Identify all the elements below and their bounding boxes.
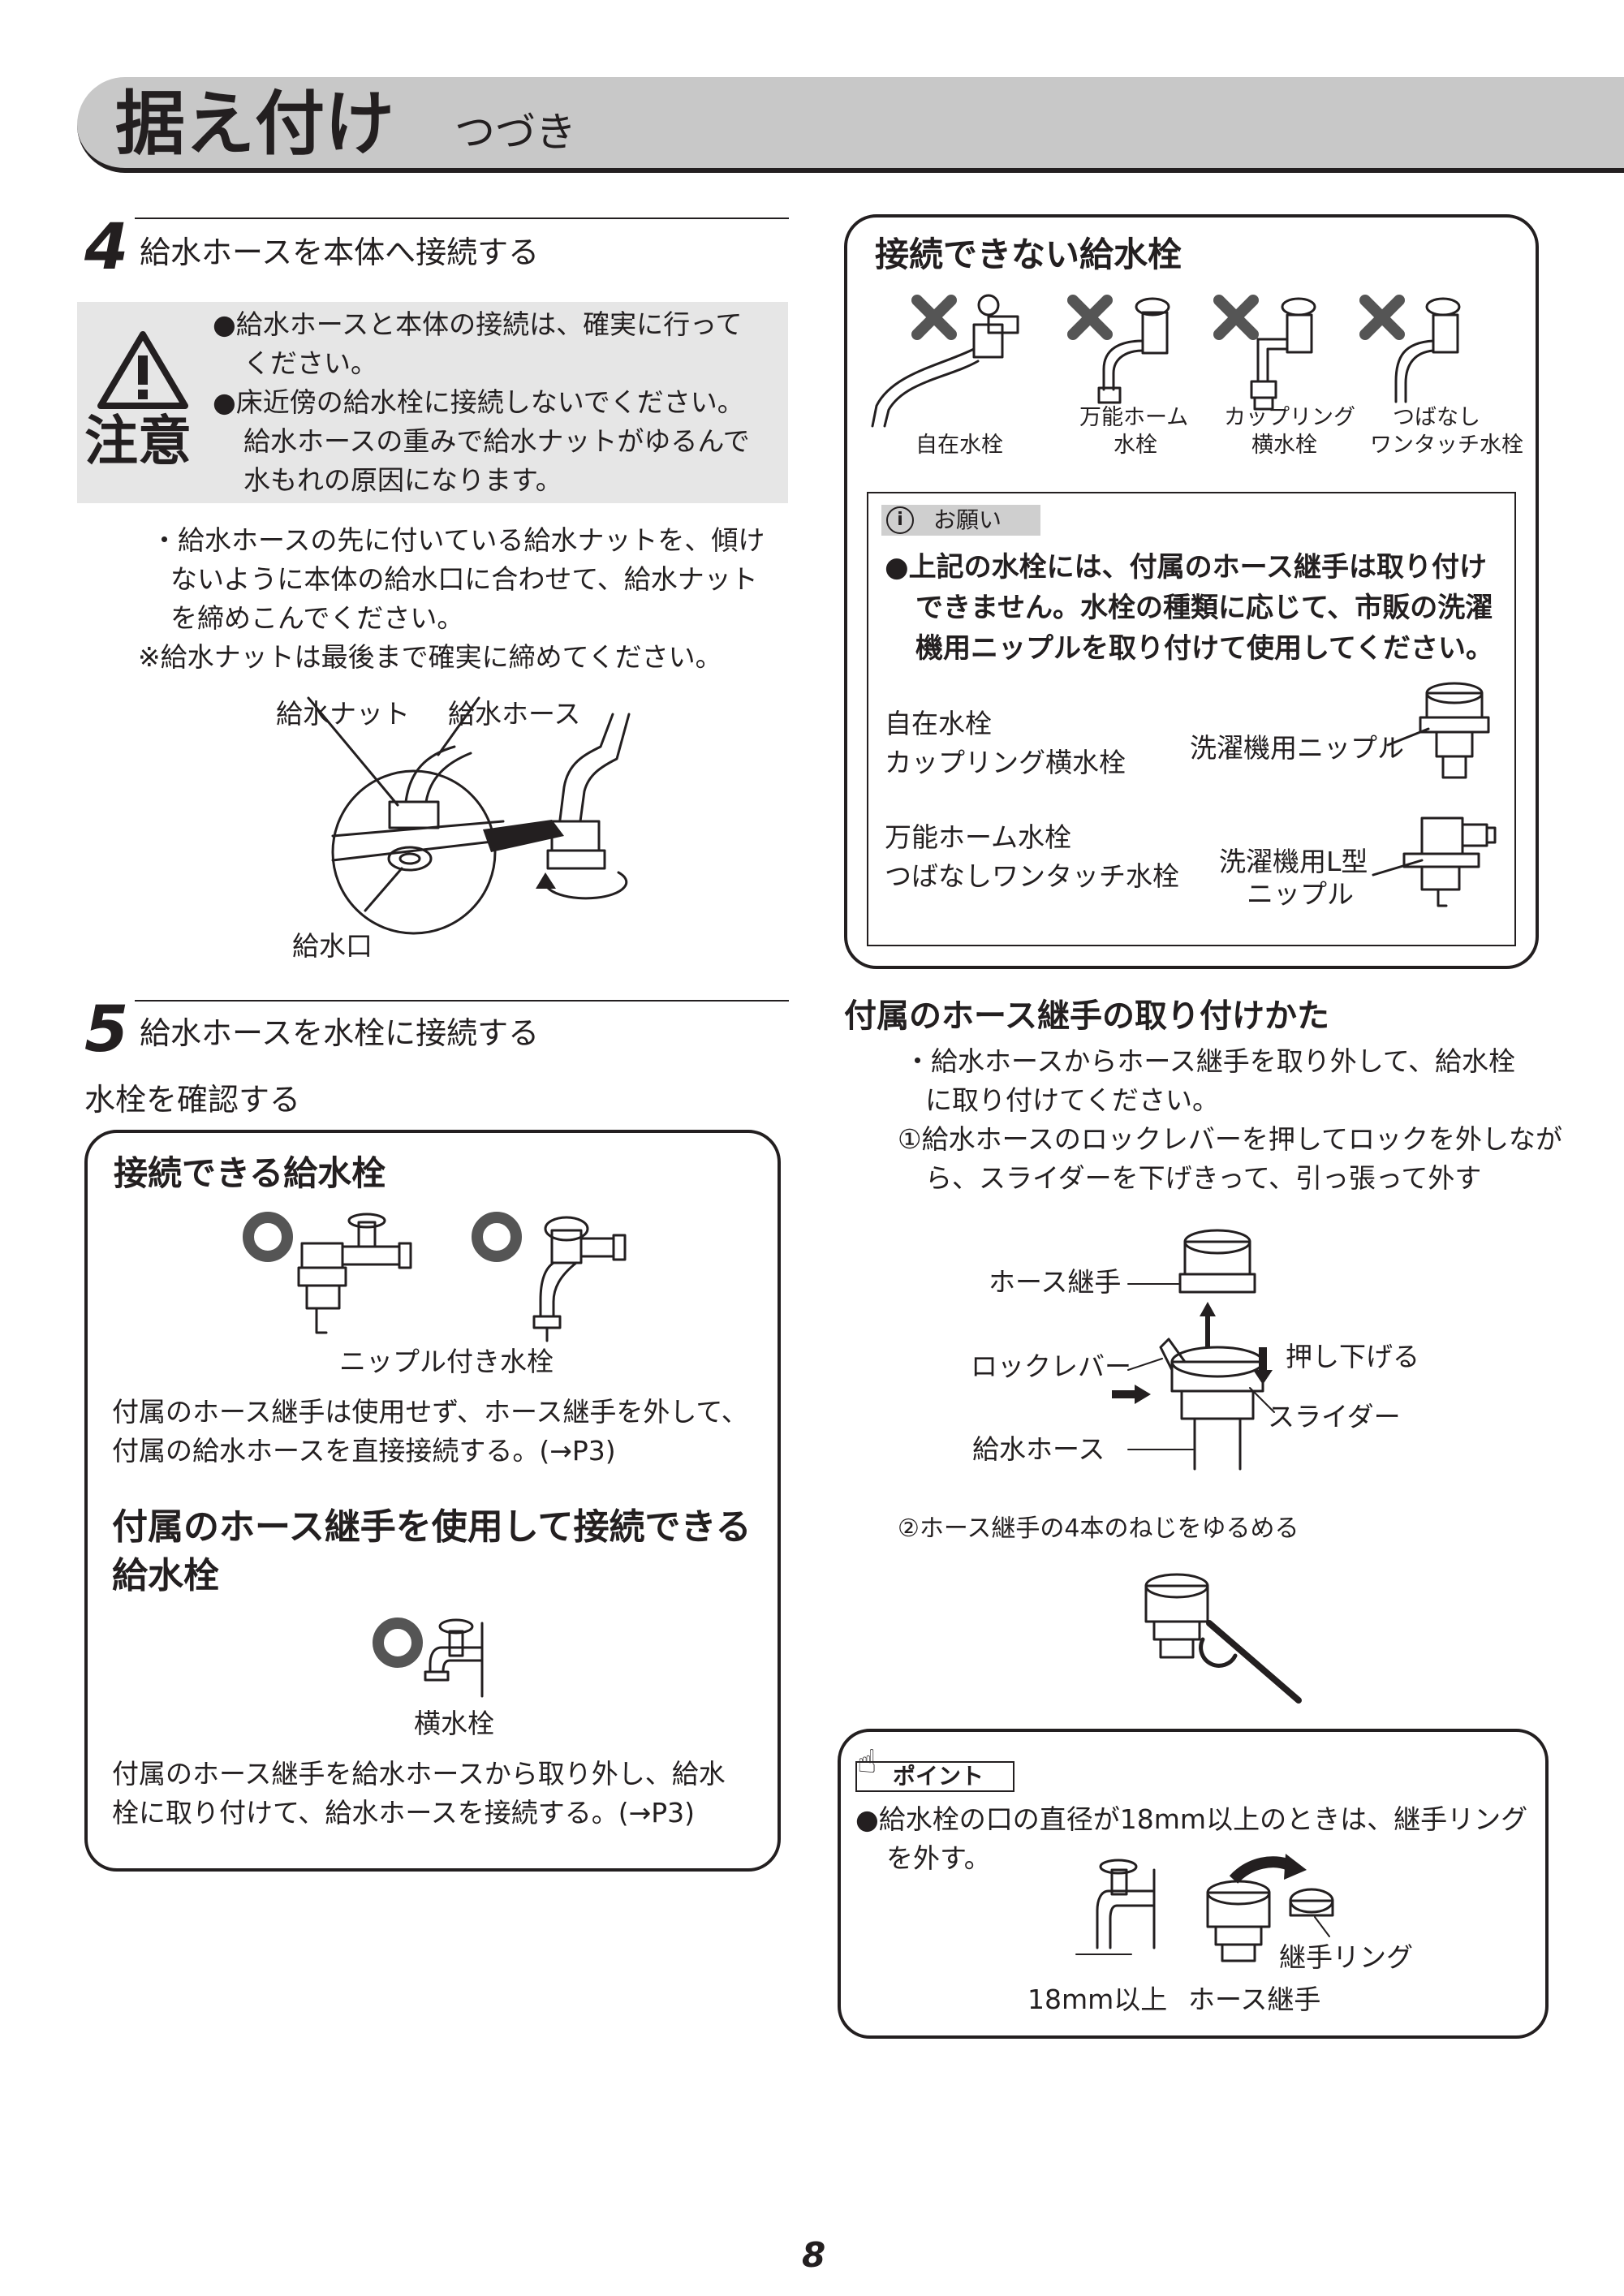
request-line2: できません。水栓の種類に応じて、市販の洗濯	[915, 592, 1493, 624]
step4-number: 4	[84, 211, 129, 284]
request-label: お願い	[933, 506, 1002, 533]
info-icon: i	[886, 506, 914, 534]
caution-line1: ●給水ホースと本体の接続は、確実に行って	[213, 308, 743, 340]
label-push-down: 押し下げる	[1286, 1341, 1419, 1372]
page-title: 据え付け	[115, 84, 394, 165]
step4-note: ※給水ナットは最後まで確実に締めてください。	[138, 641, 722, 673]
nipple2-label-line2: ニップル	[1247, 878, 1354, 910]
label-water-nut: 給水ナット	[276, 698, 410, 730]
point-label: ポイント	[893, 1763, 984, 1790]
step4-body-line3: を締めこんでください。	[170, 602, 464, 634]
faucets-row-svg	[871, 294, 1461, 428]
screw-loosen-diagram	[1144, 1573, 1302, 1704]
l-nipple-icon	[1372, 816, 1497, 907]
warning-icon	[97, 331, 188, 409]
request-line1: ●上記の水栓には、付属のホース継手は取り付け	[885, 551, 1487, 584]
step4-rule	[135, 218, 789, 219]
label-water-inlet: 給水口	[292, 930, 373, 962]
incompatible-title: 接続できない給水栓	[875, 235, 1182, 274]
point-line1: ●給水栓の口の直径が18mm以上のときは、継手リング	[855, 1803, 1528, 1835]
label-slider: スライダー	[1268, 1401, 1401, 1432]
attach-line2: に取り付けてください。	[925, 1084, 1220, 1116]
step5-rule	[135, 1000, 789, 1002]
attach-title: 付属のホース継手の取り付けかた	[844, 997, 1329, 1035]
caution-line4: 給水ホースの重みで給水ナットがゆるんで	[243, 425, 750, 457]
joint-text-line2: 栓に取り付けて、給水ホースを接続する。(→P3)	[112, 1797, 695, 1829]
compatible-box	[84, 1130, 781, 1872]
incompatible-box	[844, 214, 1539, 969]
faucet-label-3-line1: カップリング	[1224, 405, 1355, 430]
page-subtitle: つづき	[454, 109, 576, 156]
nipple-faucet-label: ニップル付き水栓	[339, 1346, 554, 1377]
nipple-text-line1: 付属のホース継手は使用せず、ホース継手を外して、	[112, 1396, 748, 1428]
page-number: 8	[802, 2235, 826, 2275]
caution-box	[77, 302, 788, 503]
point-line2: を外す。	[886, 1842, 991, 1874]
horizontal-faucet-svg	[373, 1618, 484, 1698]
label-lock-lever: ロックレバー	[971, 1350, 1131, 1382]
nipple-icon	[1386, 682, 1490, 779]
attach-line1: ・給水ホースからホース継手を取り外して、給水栓	[904, 1045, 1516, 1077]
point-tag	[855, 1761, 1014, 1792]
compatible-title: 接続できる給水栓	[114, 1153, 386, 1193]
joint-removal-diagram	[1112, 1229, 1275, 1471]
pair1-line2: カップリング横水栓	[885, 747, 1126, 778]
step5-title: 給水ホースを水栓に接続する	[140, 1015, 540, 1051]
hose-to-body-diagram	[307, 696, 631, 935]
joint-text-line1: 付属のホース継手を給水ホースから取り外し、給水	[112, 1758, 726, 1790]
step5-subheading: 水栓を確認する	[84, 1082, 301, 1118]
pointing-hand-icon: ☝	[857, 1743, 877, 1781]
nipple-text-line2: 付属の給水ホースを直接接続する。(→P3)	[112, 1435, 616, 1467]
caution-line3: ●床近傍の給水栓に接続しないでください。	[213, 386, 744, 418]
pair2-line2: つばなしワンタッチ水栓	[885, 860, 1179, 892]
header-bar	[77, 77, 1624, 173]
pair2-line1: 万能ホーム水栓	[885, 821, 1072, 853]
horizontal-faucet-label: 横水栓	[414, 1708, 494, 1739]
nipple1-label: 洗濯機用ニップル	[1190, 732, 1404, 764]
attach-step2: ②ホース継手の4本のねじをゆるめる	[898, 1514, 1299, 1543]
step4-title: 給水ホースを本体へ接続する	[140, 235, 540, 270]
joint-title-line2: 給水栓	[112, 1555, 219, 1596]
nipple2-label-line1: 洗濯機用L型	[1219, 846, 1368, 877]
label-18mm: 18mm以上	[1027, 1984, 1168, 2015]
request-line3: 機用ニップルを取り付けて使用してください。	[915, 632, 1493, 665]
label-joint-ring: 継手リング	[1279, 1941, 1413, 1973]
attach-step1-line1: ①給水ホースのロックレバーを押してロックを外しなが	[898, 1123, 1562, 1155]
faucet-label-2-line1: 万能ホーム	[1079, 405, 1189, 430]
step5-number: 5	[84, 993, 129, 1066]
label-hose-joint-2: ホース継手	[1188, 1984, 1321, 2015]
point-box	[838, 1729, 1549, 2039]
pair1-line1: 自在水栓	[885, 708, 992, 739]
step4-body-line1: ・給水ホースの先に付いている給水ナットを、傾け	[151, 524, 765, 556]
label-hose-joint: ホース継手	[989, 1266, 1122, 1298]
label-water-hose-2: 給水ホース	[972, 1433, 1105, 1465]
joint-title-line1: 付属のホース継手を使用して接続できる	[112, 1506, 752, 1548]
caution-line5: 水もれの原因になります。	[243, 464, 562, 496]
attach-step1-line2: ら、スライダーを下げきって、引っ張って外す	[925, 1162, 1482, 1194]
label-water-hose: 給水ホース	[448, 698, 581, 730]
caution-line2: ください。	[243, 347, 377, 379]
ok-faucets-svg	[243, 1212, 627, 1342]
faucet-label-4-line1: つばなし	[1393, 405, 1480, 430]
ring-removal-diagram	[1075, 1854, 1334, 1962]
faucet-label-4-line2: ワンタッチ水栓	[1370, 433, 1523, 458]
caution-label: 注意	[84, 410, 192, 472]
faucet-label-3-line2: 横水栓	[1251, 433, 1317, 458]
faucet-label-1: 自在水栓	[915, 433, 1003, 458]
request-box	[867, 492, 1516, 946]
step4-body-line2: ないように本体の給水口に合わせて、給水ナット	[170, 563, 758, 595]
faucet-label-2-line2: 水栓	[1114, 433, 1157, 458]
